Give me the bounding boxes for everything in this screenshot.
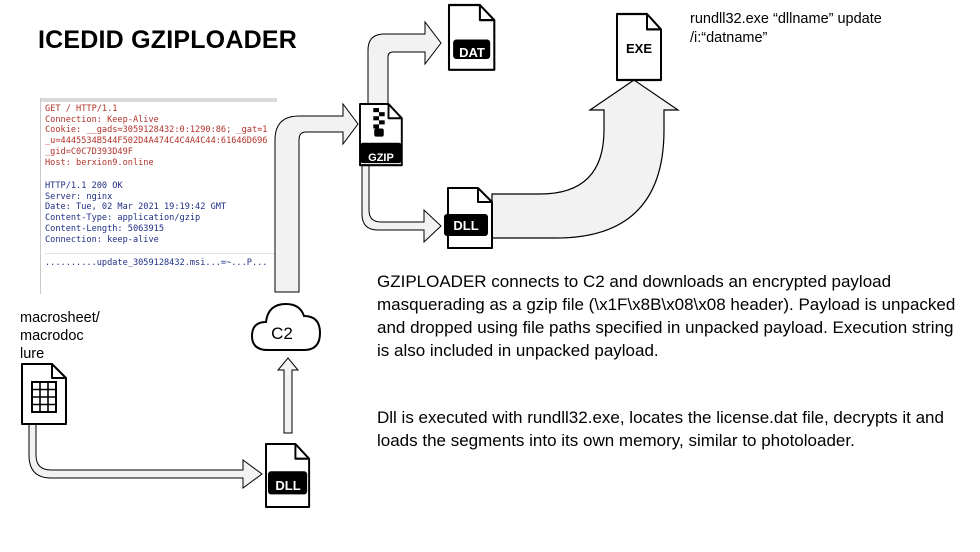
arrow-dll-to-exe — [491, 79, 680, 239]
c2-label: C2 — [271, 324, 293, 343]
http-request-line: Cookie: __gads=3059128432:0:1290:86; _ga… — [45, 125, 268, 136]
http-response-line: Server: nginx — [45, 191, 113, 202]
http-response-body: ..........update_3059128432.msi...=~...P… — [45, 258, 268, 268]
execution-command: rundll32.exe “dllname” update /i:“datnam… — [690, 10, 960, 48]
exe-label: EXE — [626, 41, 652, 56]
arrow-lure-to-dll — [28, 417, 263, 489]
http-response-line: HTTP/1.1 200 OK — [45, 181, 123, 191]
cloud-icon — [250, 302, 322, 351]
lure-label-line-3: lure — [20, 346, 45, 362]
lure-label: macrosheet/ macrodoc lure — [20, 309, 130, 363]
http-response-line: Connection: keep-alive — [45, 234, 159, 245]
http-capture-top-bar — [41, 98, 277, 102]
arrow-gzip-to-dat — [367, 20, 442, 106]
dll-top-label: DLL — [453, 218, 478, 233]
description-paragraph-2: Dll is executed with rundll32.exe, locat… — [377, 408, 944, 450]
spreadsheet-icon — [21, 363, 67, 425]
execution-command-line-2: /i:“datname” — [690, 30, 768, 46]
page-title: ICEDID GZIPLOADER — [38, 26, 297, 54]
description-paragraph-1: GZIPLOADER connects to C2 and downloads … — [377, 272, 956, 360]
http-request-line: _u=4445534B544F502D4A474C4C4A4C44:61646D… — [45, 136, 268, 147]
arrow-gzip-to-dll — [361, 161, 442, 244]
http-response-line: Content-Length: 5063915 — [45, 223, 164, 234]
arrow-dll-to-c2 — [276, 357, 300, 434]
http-response-line: Content-Type: application/gzip — [45, 213, 201, 224]
dll-file-icon-bottom — [264, 442, 311, 509]
lure-label-line-2: macrodoc — [20, 328, 84, 344]
dll-bottom-label: DLL — [275, 478, 300, 493]
lure-label-line-1: macrosheet/ — [20, 310, 100, 326]
http-capture-separator — [45, 253, 277, 254]
http-request-line: _gid=C0C7D393D49F — [45, 146, 133, 157]
http-request-line: Connection: Keep-Alive — [45, 114, 159, 125]
http-request-line: GET / HTTP/1.1 — [45, 104, 118, 114]
dll-file-icon-top — [444, 187, 493, 249]
zip-file-icon — [358, 102, 403, 167]
arrow-c2-to-gzip — [274, 102, 359, 293]
http-response-line: Date: Tue, 02 Mar 2021 19:19:42 GMT — [45, 202, 227, 213]
execution-command-line-1: rundll32.exe “dllname” update — [690, 11, 882, 27]
gzip-label: GZIP — [368, 152, 394, 164]
http-request-line: Host: berxion9.online — [45, 157, 154, 168]
dat-file-icon — [447, 3, 496, 71]
dat-label: DAT — [459, 45, 485, 60]
